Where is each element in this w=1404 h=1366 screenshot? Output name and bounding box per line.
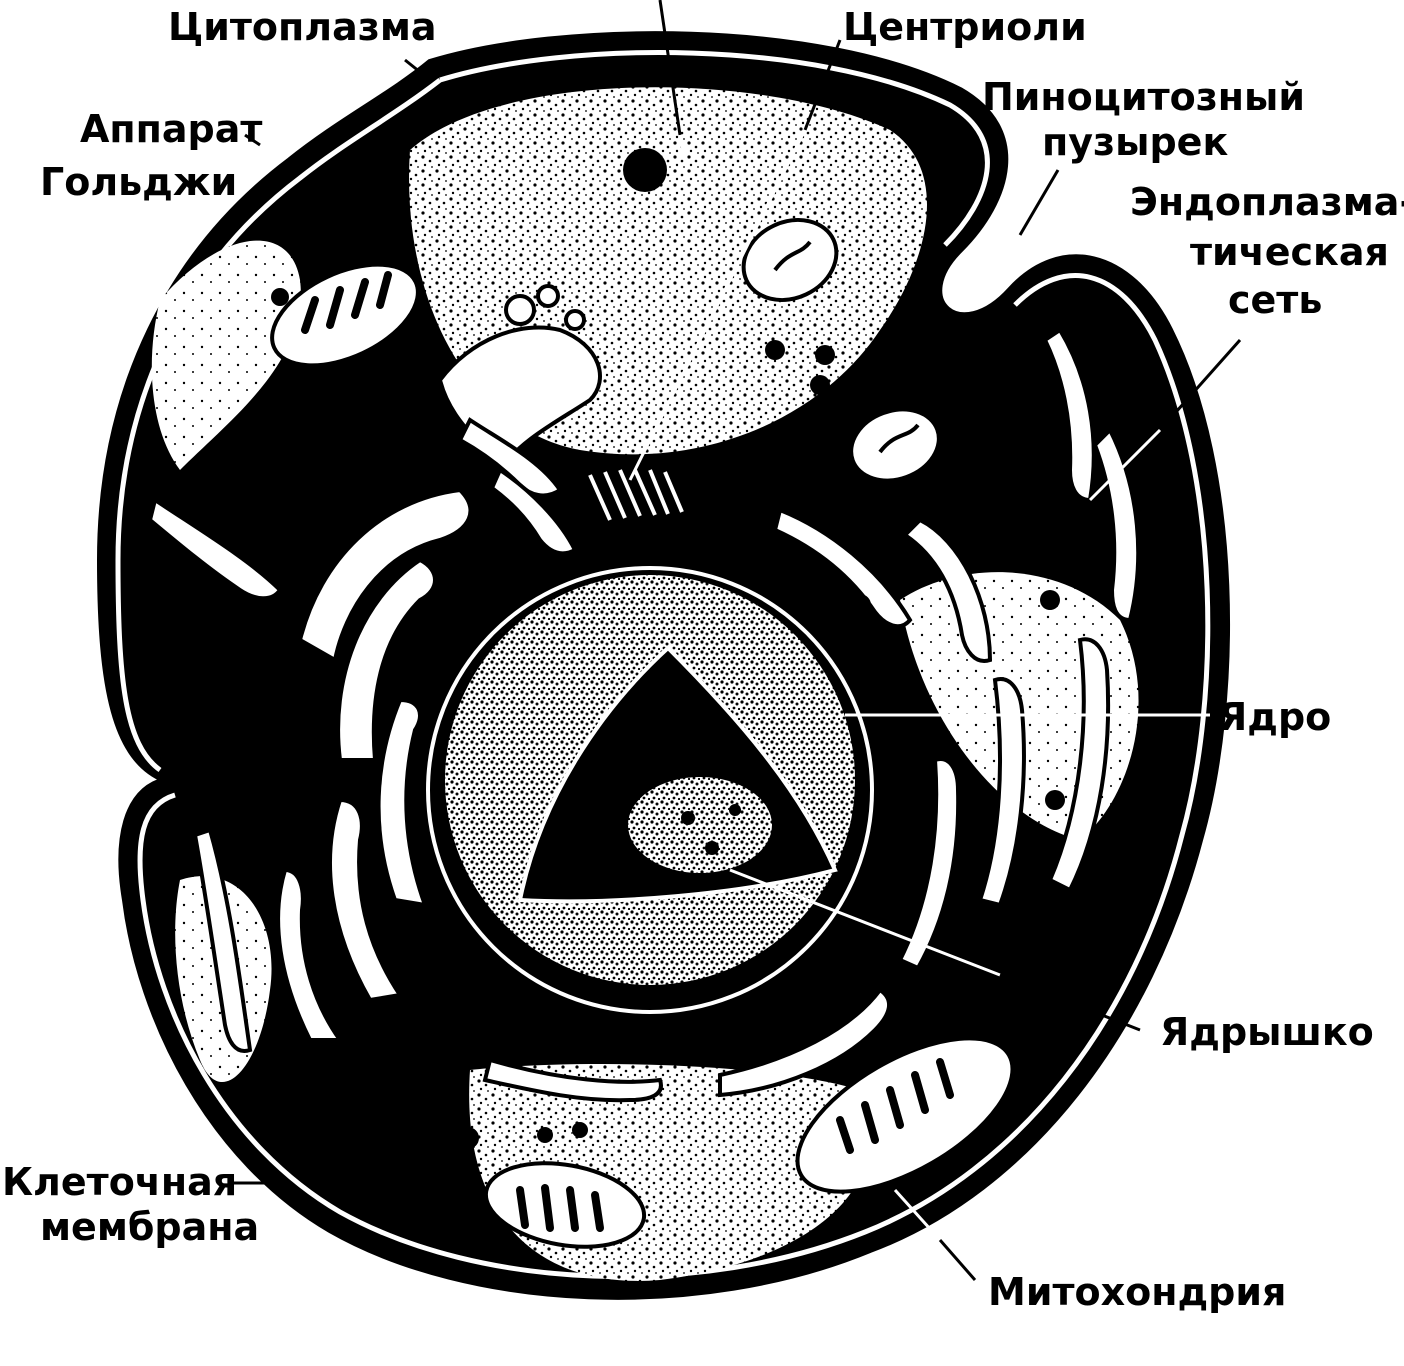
leader-lines — [230, 0, 1242, 1281]
label-er-line1: Эндоплазма- — [1130, 180, 1404, 224]
label-membrane-line2: мембрана — [40, 1205, 259, 1249]
nucleus — [426, 566, 874, 1014]
mitochondria — [270, 218, 1015, 1249]
labels: Цитоплазма Центриоли Аппарат Гольджи Пин… — [2, 5, 1404, 1314]
pinocytotic-vesicle — [741, 218, 839, 302]
golgi-apparatus — [437, 284, 602, 556]
label-pinocytotic-line2: пузырек — [1042, 120, 1228, 164]
label-er-line2: тическая — [1190, 230, 1389, 274]
label-golgi-line2: Гольджи — [40, 160, 237, 204]
cytoplasm-left-band — [151, 240, 301, 470]
label-cytoplasm: Цитоплазма — [168, 5, 437, 49]
label-nucleolus: Ядрышко — [1160, 1010, 1374, 1054]
label-membrane-line1: Клеточная — [2, 1160, 237, 1204]
label-golgi-line1: Аппарат — [80, 107, 262, 151]
label-centrioles: Центриоли — [843, 5, 1087, 49]
nucleolus — [628, 777, 772, 873]
endoplasmic-reticulum — [147, 327, 1141, 1103]
label-mitochondrion: Митохондрия — [988, 1270, 1286, 1314]
label-nucleus: Ядро — [1218, 695, 1331, 739]
centrioles — [588, 148, 684, 521]
granules — [237, 288, 1065, 1180]
label-pinocytotic-line1: Пиноцитозный — [982, 75, 1305, 119]
label-er-line3: сеть — [1228, 278, 1322, 322]
